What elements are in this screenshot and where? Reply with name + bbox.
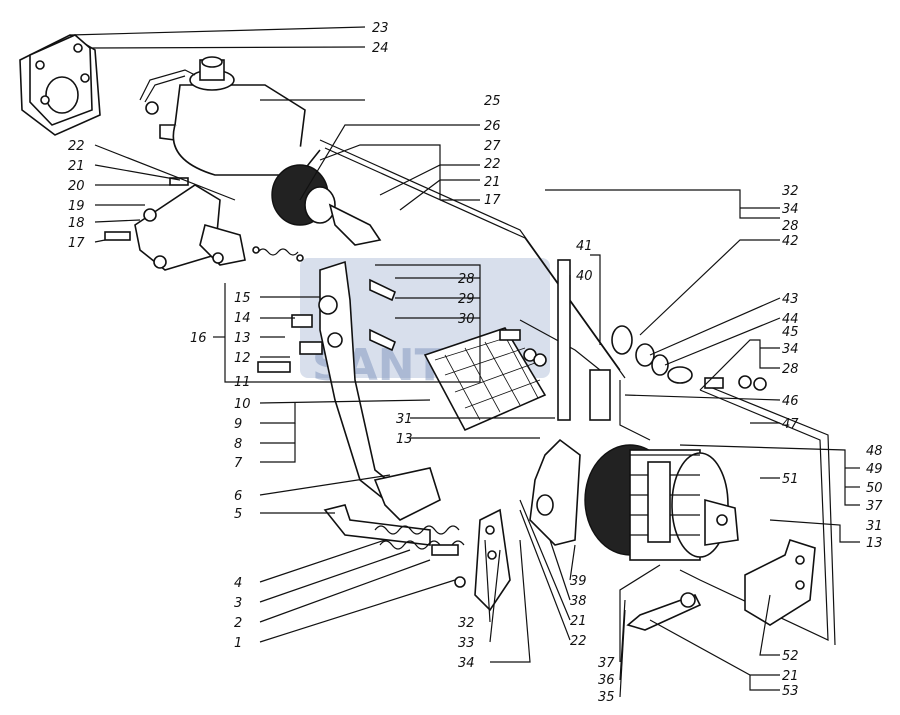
clutch-booster [529, 438, 739, 561]
callout-right: 21 [782, 669, 799, 684]
callout-right: 51 [782, 472, 799, 487]
callout-center: 32 [458, 616, 475, 631]
callout-right: 28 [782, 362, 799, 377]
callout-top-left: 21 [68, 159, 85, 174]
lower-bracket [323, 504, 466, 588]
callout-center: 40 [576, 269, 593, 284]
callout-left: 15 [234, 291, 251, 306]
callout-right: 42 [782, 234, 799, 249]
callout-right: 28 [782, 219, 799, 234]
callout-left: 14 [234, 311, 251, 326]
callout-top-right: 24 [372, 41, 389, 56]
callout-right: 34 [782, 342, 799, 357]
callout-top-left: 22 [68, 139, 85, 154]
callout-left: 30 [458, 312, 475, 327]
callout-right: 44 [782, 312, 799, 327]
callout-left: 16 [190, 331, 207, 346]
callout-top-left: 17 [68, 236, 85, 251]
callout-center: 38 [570, 594, 587, 609]
mounting-bracket [744, 538, 816, 626]
hydraulic-lines [319, 139, 836, 646]
callout-mid-left: 6 [234, 489, 242, 504]
callout-mid-left: 1 [234, 636, 242, 651]
callout-center: 35 [598, 690, 615, 705]
callout-right: 13 [866, 536, 883, 551]
callout-top-left: 20 [68, 179, 85, 194]
master-cylinder [139, 56, 382, 246]
callout-top-right: 27 [484, 139, 501, 154]
callout-top-right: 17 [484, 193, 501, 208]
bracket-plate [19, 34, 101, 136]
callout-mid-left: 4 [234, 576, 242, 591]
callout-right: 53 [782, 684, 799, 699]
callout-center: 22 [570, 634, 587, 649]
callout-center: 33 [458, 636, 475, 651]
callout-center: 37 [598, 656, 615, 671]
callout-top-right: 21 [484, 175, 501, 190]
callout-right: 34 [782, 202, 799, 217]
callout-top-right: 22 [484, 157, 501, 172]
bolt-lower [626, 592, 702, 631]
callout-mid-left: 3 [234, 596, 242, 611]
callout-labels: 23 24 25 26 27 22 21 17 22 21 20 19 18 1… [68, 21, 883, 705]
leader-lines [69, 26, 860, 698]
callout-center: 31 [396, 412, 413, 427]
callout-center: 21 [570, 614, 587, 629]
callout-mid-left: 10 [234, 397, 251, 412]
callout-right: 46 [782, 394, 799, 409]
callout-mid-left: 8 [234, 437, 242, 452]
callout-left: 12 [234, 351, 251, 366]
callout-right: 43 [782, 292, 799, 307]
pedal-bracket [104, 177, 246, 271]
callout-center: 41 [576, 239, 593, 254]
fittings [499, 259, 767, 421]
callout-left: 29 [458, 292, 475, 307]
callout-right: 49 [866, 462, 883, 477]
callout-right: 32 [782, 184, 799, 199]
callout-left: 11 [234, 375, 251, 390]
callout-right: 52 [782, 649, 799, 664]
callout-right: 47 [782, 417, 799, 432]
return-spring-upper [252, 246, 304, 262]
callout-mid-left: 2 [234, 616, 242, 631]
callout-top-right: 23 [372, 21, 389, 36]
callout-top-left: 19 [68, 199, 85, 214]
callout-right: 37 [866, 499, 883, 514]
callout-left: 13 [234, 331, 251, 346]
lower-plate [474, 508, 511, 612]
callout-right: 48 [866, 444, 883, 459]
callout-center: 39 [570, 574, 587, 589]
callout-top-right: 25 [484, 94, 501, 109]
clutch-pedal [257, 260, 441, 521]
callout-top-left: 18 [68, 216, 85, 231]
callout-left: 28 [458, 272, 475, 287]
callout-right: 45 [782, 325, 799, 340]
callout-center: 13 [396, 432, 413, 447]
callout-mid-left: 9 [234, 417, 242, 432]
callout-right: 50 [866, 481, 883, 496]
callout-mid-left: 7 [234, 456, 243, 471]
pedal-pad [423, 327, 547, 432]
callout-right: 31 [866, 519, 883, 534]
callout-top-right: 26 [484, 119, 501, 134]
callout-center: 34 [458, 656, 475, 671]
callout-mid-left: 5 [234, 507, 242, 522]
callout-center: 36 [598, 673, 615, 688]
